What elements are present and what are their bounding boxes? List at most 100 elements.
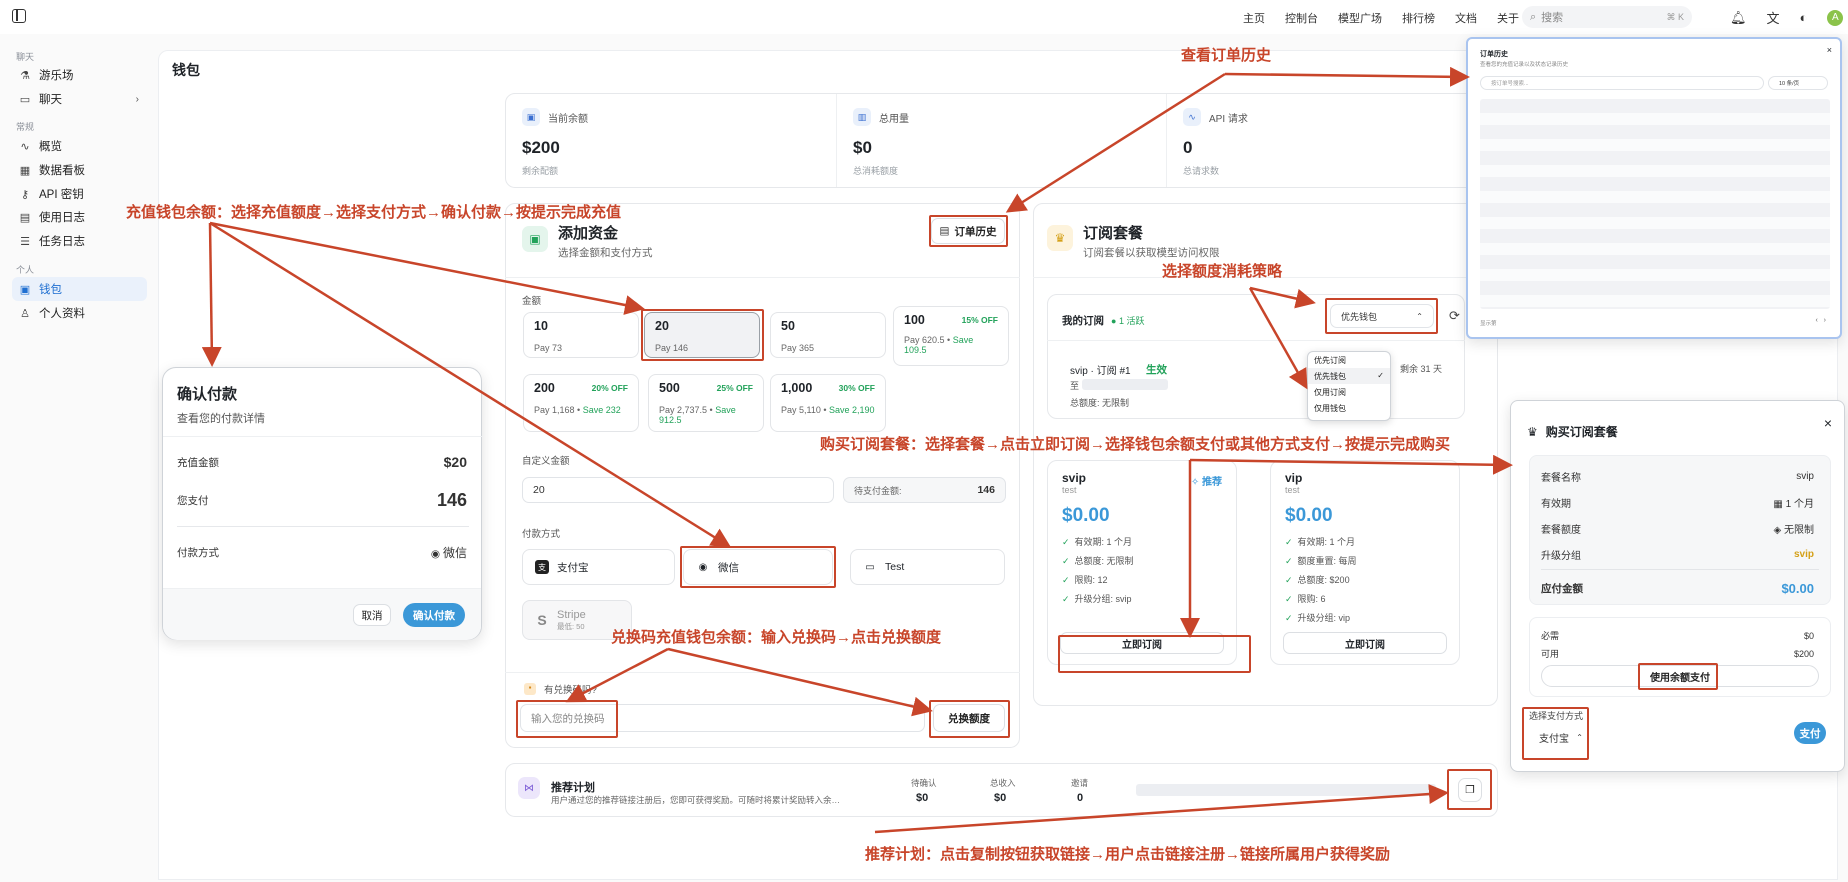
sidebar-item-profile[interactable]: ♙个人资料 [12,301,147,325]
translate-icon[interactable]: 文 [1766,11,1780,26]
search-icon: ⌕ [1530,10,1537,23]
alipay-icon: 支 [535,560,549,574]
redeem-button[interactable]: 兑换额度 [933,704,1005,732]
close-icon[interactable]: × [1826,45,1832,55]
nav-ranking[interactable]: 排行榜 [1402,13,1435,25]
highlight-use-balance [1638,663,1718,690]
chevron-right-icon: › [135,93,139,105]
bell-icon[interactable]: 🔔︎ [1730,9,1747,25]
pagination[interactable]: ‹ › [1815,317,1827,324]
copy-icon: ❐ [1465,784,1475,796]
pay-method-test[interactable]: ▭Test [850,549,1005,585]
annotation-referral: 推荐计划：点击复制按钮获取链接→用户点击链接注册→链接所属用户获得奖励 [865,846,1391,863]
cancel-button[interactable]: 取消 [353,604,391,626]
custom-amount-input[interactable]: 20 [522,477,834,503]
top-bar: 主页 控制台 模型广场 排行榜 文档 关于 ⌕ 搜索 ⌘ K 🔔︎ 文 ◐ A [0,0,1848,34]
sidebar-group-chat: 聊天 [16,52,35,62]
crown-icon: ♛ [1047,225,1073,251]
history-modal-subtitle: 查看您的充值记录以及状态记录历史 [1480,62,1569,68]
file-icon: ▤ [19,211,31,224]
calendar-icon: ▦ [1773,499,1783,510]
nav-home[interactable]: 主页 [1243,13,1265,25]
palette-icon[interactable]: ◐ [1799,10,1808,25]
pay-button[interactable]: 支付 [1794,722,1826,744]
divider [505,277,1020,278]
redacted-date [1082,379,1168,390]
flask-icon: ⚗ [20,69,30,82]
sidebar-item-playground[interactable]: ⚗游乐场 [12,63,147,87]
highlight-amount-20 [641,309,764,361]
history-modal-title: 订单历史 [1480,51,1508,58]
sidebar-item-dashboard[interactable]: ▦数据看板 [19,164,85,178]
sidebar-item-task-logs[interactable]: ☰任务日志 [12,229,147,253]
gift-icon: ▪ [524,683,536,695]
history-page-size-select[interactable]: 10 条/页 [1768,76,1828,90]
plan-card-svip[interactable]: svip test ✧ 推荐 $0.00 有效期: 1 个月 总额度: 无限制 … [1047,460,1237,665]
priority-select[interactable]: 优先钱包⌃ [1330,304,1434,328]
priority-option-subscription-first[interactable]: 优先订阅 [1314,356,1346,365]
copy-link-button[interactable]: ❐ [1458,778,1482,802]
divider [1033,277,1498,278]
annotation-topup: 充值钱包余额：选择充值额度→选择支付方式→确认付款→按提示完成充值 [126,204,622,221]
priority-option-wallet-first[interactable]: 优先钱包✓ [1308,368,1390,384]
wallet-icon: ▣ [522,108,540,126]
subscription-expiry: 至 [1070,381,1080,391]
history-search-input[interactable]: 按订单号搜索... [1480,76,1764,90]
sidebar-item-chat[interactable]: ▭聊天› [19,93,139,107]
priority-option-wallet-only[interactable]: 仅用钱包 [1314,404,1346,413]
referral-income-value: $0 [994,792,1007,804]
chevron-updown-icon: ⌃ [1576,732,1583,742]
wallet-icon: ▣ [522,226,548,252]
stat-requests: ∿API 请求 0 总请求数 [1166,94,1493,187]
subscribe-button-vip[interactable]: 立即订阅 [1283,632,1447,654]
payment-method-select[interactable]: 支付宝⌃ [1529,725,1593,749]
topup-card [505,203,1020,748]
sidebar-item-api-keys[interactable]: ⚷API 密钥 [12,182,147,206]
pay-method-wechat[interactable]: ◉微信 [683,549,833,585]
annotation-history: 查看订单历史 [1181,47,1272,64]
sidebar-item-wallet[interactable]: ▣钱包 [12,277,147,301]
pay-method-alipay[interactable]: 支支付宝 [522,549,675,585]
highlight-copy-button [1447,769,1492,810]
order-history-button[interactable]: ▤订单历史 [931,218,1005,244]
nav-models[interactable]: 模型广场 [1338,13,1382,25]
referral-pending-value: $0 [916,792,929,804]
sidebar-item-overview[interactable]: ∿概览 [12,134,147,158]
sidebar-toggle-icon[interactable] [12,9,26,23]
highlight-order-history [929,215,1008,247]
chat-icon: ▭ [19,93,31,106]
use-balance-button[interactable]: 使用余额支付 [1541,665,1819,687]
annotation-strategy: 选择额度消耗策略 [1162,263,1283,280]
sidebar-group-personal: 个人 [16,265,35,275]
crown-icon: ♛ [1527,424,1538,439]
priority-dropdown: 优先订阅 优先钱包✓ 仅用订阅 仅用钱包 [1307,351,1391,421]
avatar[interactable]: A [1827,9,1844,26]
plan-card-vip[interactable]: vip test $0.00 有效期: 1 个月 额度重置: 每周 总额度: $… [1270,460,1460,665]
subscribe-button-svip[interactable]: 立即订阅 [1060,632,1224,654]
refresh-icon[interactable]: ⟳ [1449,308,1460,323]
grid-icon: ▦ [19,164,31,177]
sidebar-item-usage-logs[interactable]: ▤使用日志 [19,211,85,225]
referral-income-label: 总收入 [990,778,1016,788]
nav-console[interactable]: 控制台 [1285,13,1318,25]
recommended-badge: ✧ 推荐 [1190,477,1222,488]
highlight-redeem-input [516,700,618,738]
close-icon[interactable]: × [1823,415,1832,431]
confirm-payment-button[interactable]: 确认付款 [403,603,465,627]
confirm-modal-title: 确认付款 [177,386,238,403]
activity-icon: ∿ [20,140,30,153]
search-input[interactable]: ⌕ 搜索 ⌘ K [1522,6,1692,28]
highlight-wechat [680,546,836,588]
priority-option-subscription-only[interactable]: 仅用订阅 [1314,388,1346,397]
box-icon: ◈ [1773,525,1782,536]
nav-about[interactable]: 关于 [1497,13,1519,25]
nav-docs[interactable]: 文档 [1455,13,1477,25]
stat-balance: ▣当前余额 $200 剩余配额 [506,94,836,187]
